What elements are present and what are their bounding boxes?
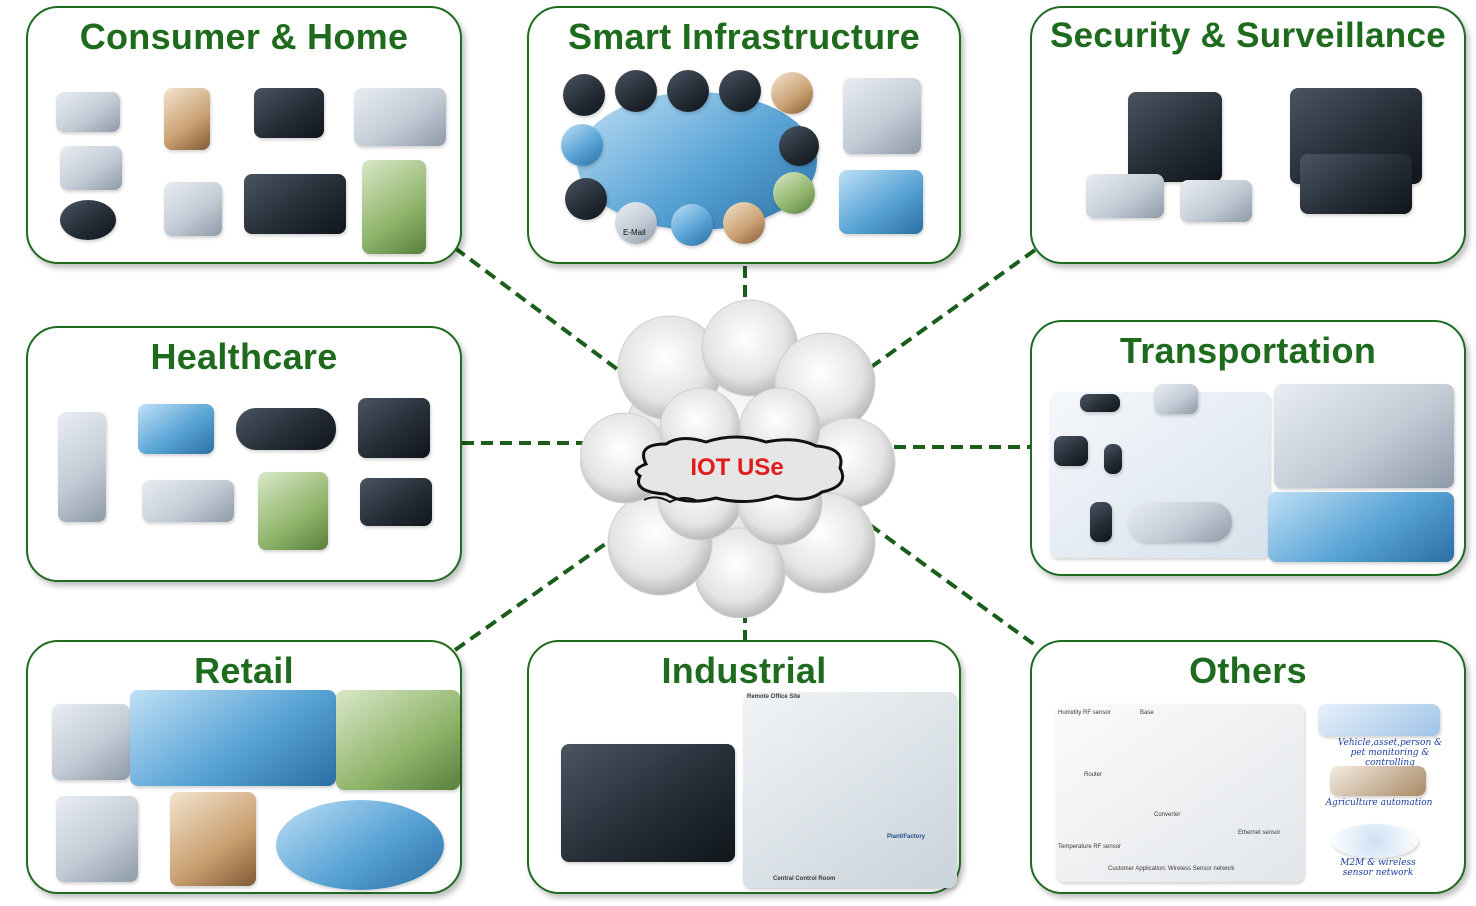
thumbnail-group: Humidity RF sensor Base Router Converter… xyxy=(1050,704,1446,882)
hmi-panels-image xyxy=(561,744,735,862)
m2m-note: M2M & wireless sensor network xyxy=(1340,858,1416,878)
smart-road-image xyxy=(1268,492,1454,562)
connector-consumer xyxy=(453,246,627,377)
converter-label: Converter xyxy=(1154,812,1181,818)
smart-icon-2 xyxy=(615,70,657,112)
connector-others xyxy=(868,523,1037,647)
camera-cluster-left xyxy=(1086,174,1164,218)
sensor-network-image xyxy=(1056,704,1304,882)
smart-icon-5 xyxy=(771,72,813,114)
category-card-retail: Retail xyxy=(26,640,462,894)
email-icon: E-Mail xyxy=(615,202,657,244)
category-title: Consumer & Home xyxy=(79,16,409,57)
thumbnail-group: Remote Office Site Plant/Factory Central… xyxy=(547,692,957,888)
tv-image xyxy=(254,88,324,138)
kiosk-image xyxy=(52,704,130,780)
plant-factory-label: Plant/Factory xyxy=(887,834,926,840)
category-title: Healthcare xyxy=(150,336,338,377)
category-title: Others xyxy=(1189,650,1307,691)
smart-icon-1 xyxy=(563,74,605,116)
category-card-healthcare: Healthcare xyxy=(26,326,462,582)
temperature-sensor-label: Temperature RF sensor xyxy=(1058,844,1122,850)
oximeter-image xyxy=(360,478,432,526)
thumbnail-group xyxy=(46,690,460,890)
pill-dispenser-image xyxy=(258,472,328,550)
category-title: Security & Surveillance xyxy=(1050,16,1446,55)
server-image xyxy=(1090,502,1112,542)
category-title: Retail xyxy=(194,650,294,691)
thumbnail-group xyxy=(46,70,446,254)
agri-note: Agriculture automation xyxy=(1325,798,1433,808)
category-card-others: Others Humidity RF sensor Base Router Co… xyxy=(1030,640,1466,894)
digital-signage-image xyxy=(130,690,336,786)
thumbnail-group: E-Mail xyxy=(547,70,941,250)
m2m-network-image xyxy=(1332,824,1418,858)
laptop-image xyxy=(1154,384,1198,414)
thumbnail-group xyxy=(1050,384,1454,562)
connector-security xyxy=(858,248,1037,377)
thumbnail-group xyxy=(46,390,442,568)
medical-cart-image xyxy=(58,412,106,522)
ecg-device-image xyxy=(138,404,214,454)
vending-machines-image xyxy=(170,792,256,886)
agriculture-icons-image xyxy=(1330,766,1426,796)
phones-image xyxy=(1300,154,1412,214)
remote-office-label: Remote Office Site xyxy=(747,694,801,700)
smart-icon-6 xyxy=(779,126,819,166)
vacuum-image xyxy=(60,200,116,240)
car-dashboard-image xyxy=(1274,384,1454,488)
smartwatch-image xyxy=(244,174,346,234)
factory-diagram-image xyxy=(743,692,957,888)
wall-panel-image xyxy=(843,78,921,154)
monitor-image xyxy=(1128,92,1222,182)
printer-image xyxy=(56,92,120,132)
app-label: Customer Application: Wireless Sensor ne… xyxy=(1108,866,1235,872)
category-card-security: Security & Surveillance xyxy=(1030,6,1466,264)
smart-icon-11 xyxy=(723,202,765,244)
store-display-image xyxy=(336,690,460,790)
thumbnail-group xyxy=(1050,70,1446,250)
camera-cluster-right xyxy=(1180,180,1252,222)
smart-icon-8 xyxy=(561,124,603,166)
category-card-consumer: Consumer & Home xyxy=(26,6,462,264)
smart-icon-10 xyxy=(671,204,713,246)
category-card-infrastructure: Smart Infrastructure E-Mail xyxy=(527,6,961,264)
wrist-monitor-image xyxy=(142,480,234,522)
washer-image xyxy=(60,146,122,190)
thermostat-image xyxy=(839,170,923,234)
center-callout-shape xyxy=(634,435,845,504)
smart-icon-7 xyxy=(773,172,815,214)
ethernet-sensor-label: Ethernet sensor xyxy=(1238,830,1281,836)
email-label: E-Mail xyxy=(623,228,646,237)
smart-icon-9 xyxy=(565,178,607,220)
router-image xyxy=(1080,394,1120,412)
phone-image xyxy=(164,182,222,236)
category-title: Transportation xyxy=(1119,330,1377,371)
smart-icon-4 xyxy=(719,70,761,112)
appliance-image xyxy=(354,88,446,146)
center-label: IOT USe xyxy=(690,454,784,481)
category-title: Smart Infrastructure xyxy=(567,16,921,57)
person-device-image xyxy=(362,160,426,254)
vehicle-icons-image xyxy=(1318,704,1440,736)
control-room-label: Central Control Room xyxy=(773,876,836,882)
car-image xyxy=(1128,502,1232,542)
desktop-image xyxy=(1054,436,1088,466)
category-card-industrial: Industrial Remote Office Site Plant/Fact… xyxy=(527,640,961,894)
cloud-icon xyxy=(580,299,896,618)
vehicle-note: Vehicle,asset,person & pet monitoring & … xyxy=(1337,738,1443,768)
category-card-transportation: Transportation xyxy=(1030,320,1466,576)
shoppers-image xyxy=(56,796,138,882)
router-label: Router xyxy=(1084,772,1103,778)
fridge-image xyxy=(164,88,210,150)
wearable-band-image xyxy=(236,408,336,450)
smart-icon-3 xyxy=(667,70,709,112)
connector-retail xyxy=(453,528,627,652)
retail-wheel-image xyxy=(276,800,444,890)
mobile-image xyxy=(1104,444,1122,474)
humidity-sensor-label: Humidity RF sensor xyxy=(1058,710,1111,716)
category-title: Industrial xyxy=(661,650,827,691)
base-label: Base xyxy=(1140,710,1154,716)
tablet-monitor-image xyxy=(358,398,430,458)
